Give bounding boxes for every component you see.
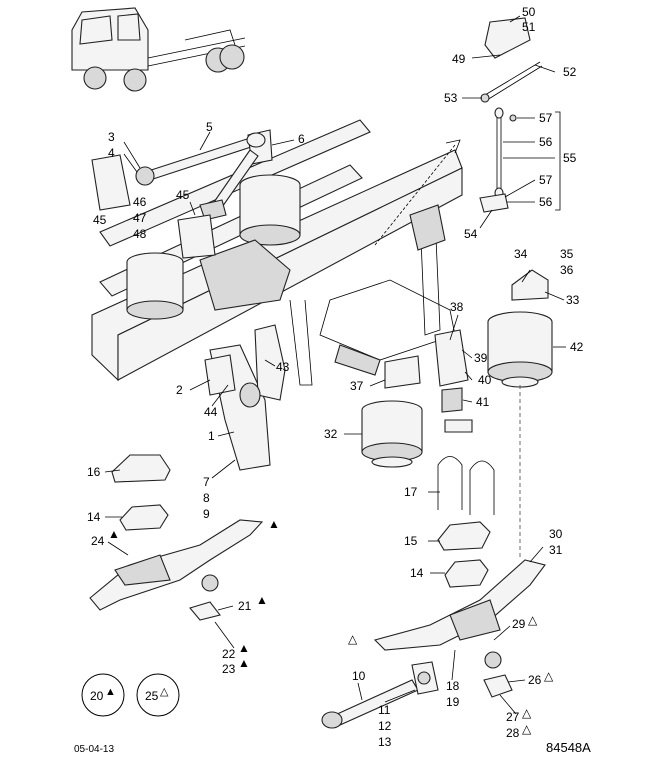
label-1: 1 — [208, 429, 215, 443]
label-29: 29 — [512, 617, 526, 631]
label-38: 38 — [450, 300, 464, 314]
label-5: 5 — [206, 120, 213, 134]
filled-triangle-icon: ▲ — [105, 686, 116, 698]
label-53: 53 — [444, 91, 458, 105]
air-spring-32 — [361, 400, 423, 468]
label-54: 54 — [464, 227, 478, 241]
label-19: 19 — [446, 695, 460, 709]
label-39: 39 — [474, 351, 488, 365]
label-47: 47 — [133, 211, 147, 225]
figure-id: 84548A — [546, 740, 591, 755]
label-15: 15 — [404, 534, 418, 548]
filled-triangle-icon: ▲ — [238, 656, 250, 670]
legend-open: 25 △ — [136, 673, 180, 717]
u-bolts — [437, 456, 495, 515]
label-30: 30 — [549, 527, 563, 541]
spring-hangers — [204, 324, 286, 471]
label-13: 13 — [378, 735, 392, 749]
air-spring-42 — [487, 311, 553, 388]
v-stay-rods — [91, 129, 273, 259]
label-40: 40 — [478, 373, 492, 387]
legend-filled: 20 ▲ — [81, 673, 125, 717]
label-56b: 56 — [539, 195, 553, 209]
filled-triangle-icon: ▲ — [238, 641, 250, 655]
saddles — [111, 454, 491, 588]
label-16: 16 — [87, 465, 101, 479]
label-49: 49 — [452, 52, 466, 66]
label-26: 26 — [528, 673, 542, 687]
label-50: 50 — [522, 5, 536, 19]
label-32: 32 — [324, 427, 338, 441]
label-57b: 57 — [539, 173, 553, 187]
label-42: 42 — [570, 340, 584, 354]
label-22: 22 — [222, 647, 236, 661]
label-8: 8 — [203, 491, 210, 505]
direction-arrow — [374, 139, 461, 246]
filled-triangle-icon: ▲ — [256, 593, 268, 607]
label-48: 48 — [133, 227, 147, 241]
label-7: 7 — [203, 475, 210, 489]
right-spring-leaf — [373, 559, 546, 698]
open-triangle-icon: △ — [528, 613, 538, 627]
callout-labels: 50 51 49 52 53 57 56 55 57 56 54 3 4 5 6… — [87, 5, 584, 749]
label-34: 34 — [514, 247, 528, 261]
label-4: 4 — [108, 146, 115, 160]
label-27: 27 — [506, 710, 520, 724]
filled-triangle-icon: ▲ — [108, 527, 120, 541]
filled-triangle-icon: ▲ — [268, 517, 280, 531]
label-14b: 14 — [410, 566, 424, 580]
label-3: 3 — [108, 130, 115, 144]
open-triangle-icon: △ — [544, 669, 554, 683]
label-24: 24 — [91, 534, 105, 548]
label-28: 28 — [506, 726, 520, 740]
label-21: 21 — [238, 599, 252, 613]
legend-filled-number: 20 — [90, 689, 104, 703]
label-56a: 56 — [539, 135, 553, 149]
open-triangle-icon: △ — [522, 722, 532, 736]
right-brackets — [384, 269, 549, 433]
label-46: 46 — [133, 195, 147, 209]
open-triangle-icon: △ — [160, 686, 169, 698]
date-stamp: 05-04-13 — [74, 744, 114, 755]
label-37: 37 — [350, 379, 364, 393]
height-sensor-linkage — [479, 17, 543, 213]
triangle-markers: ▲ ▲ ▲ ▲ ▲ △ △ △ △ △ — [108, 517, 554, 736]
leader-lines — [104, 15, 566, 715]
label-55: 55 — [563, 151, 577, 165]
label-35: 35 — [560, 247, 574, 261]
label-31: 31 — [549, 543, 563, 557]
frame-air-springs — [126, 174, 301, 320]
label-2: 2 — [176, 383, 183, 397]
label-6: 6 — [298, 132, 305, 146]
label-45b: 45 — [93, 213, 107, 227]
legend-open-number: 25 — [145, 689, 159, 703]
label-11: 11 — [378, 703, 391, 717]
label-41: 41 — [476, 395, 490, 409]
label-18: 18 — [446, 679, 460, 693]
label-43: 43 — [276, 360, 290, 374]
open-triangle-icon: △ — [348, 632, 358, 646]
label-44: 44 — [204, 405, 218, 419]
label-9: 9 — [203, 507, 210, 521]
label-14a: 14 — [87, 510, 101, 524]
label-33: 33 — [566, 293, 580, 307]
label-17: 17 — [404, 485, 418, 499]
label-36: 36 — [560, 263, 574, 277]
label-10: 10 — [352, 669, 366, 683]
open-triangle-icon: △ — [522, 706, 532, 720]
torque-rod — [321, 661, 439, 729]
left-spring-leaf — [89, 519, 264, 621]
label-23: 23 — [222, 662, 236, 676]
label-12: 12 — [378, 719, 392, 733]
label-57a: 57 — [539, 111, 553, 125]
label-51: 51 — [522, 20, 536, 34]
label-52: 52 — [563, 65, 577, 79]
truck-thumbnail — [71, 7, 246, 92]
label-45a: 45 — [176, 188, 190, 202]
